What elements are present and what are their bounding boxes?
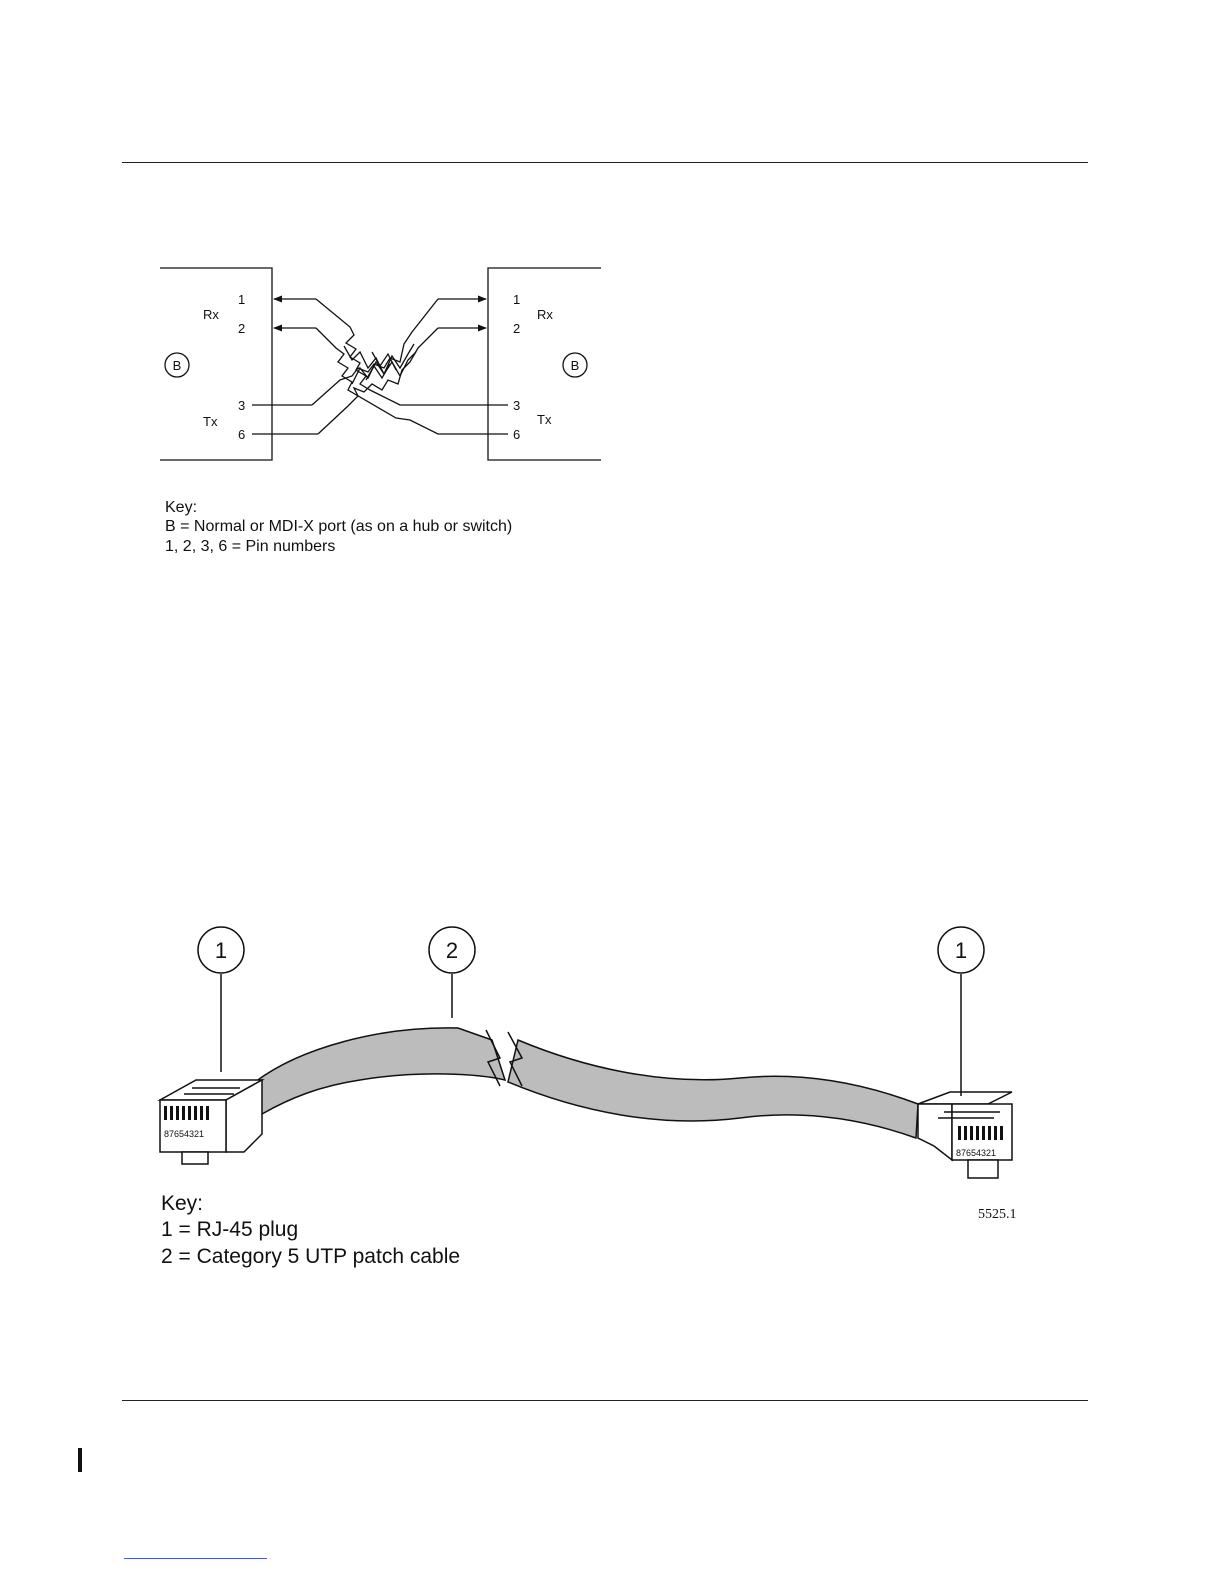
figure2-key-line1: 1 = RJ-45 plug [161, 1218, 298, 1241]
right-pin-1: 1 [513, 292, 520, 307]
right-tx-label: Tx [537, 412, 552, 427]
patch-cable [255, 1028, 505, 1114]
right-rx-label: Rx [537, 307, 553, 322]
patch-cable [508, 1040, 918, 1138]
left-tx-label: Tx [203, 414, 218, 429]
figure1-key-title: Key: [165, 499, 197, 516]
right-rj45-plug [918, 1092, 1012, 1178]
right-port-letter: B [571, 358, 580, 373]
patch-cable-diagram [160, 927, 1012, 1178]
callout-plug-left-number: 1 [215, 938, 227, 963]
left-plug-pin-numbers: 87654321 [164, 1129, 204, 1139]
right-pin-3: 3 [513, 398, 520, 413]
crossover-wires [312, 299, 452, 434]
left-pin-1: 1 [238, 292, 245, 307]
figure2-key-line2: 2 = Category 5 UTP patch cable [161, 1245, 460, 1268]
left-pin-2: 2 [238, 321, 245, 336]
right-port-box [488, 268, 601, 460]
left-port-letter: B [173, 358, 182, 373]
left-pin-leads [252, 299, 318, 434]
right-plug-pin-numbers: 87654321 [956, 1148, 996, 1158]
right-pin-2: 2 [513, 321, 520, 336]
left-pin-6: 6 [238, 427, 245, 442]
left-pin-3: 3 [238, 398, 245, 413]
right-pin-leads [438, 299, 508, 434]
crossover-labels: B B Rx Tx Rx Tx 1 2 3 6 1 2 3 6 Key: B =… [165, 292, 579, 555]
left-rx-label: Rx [203, 307, 219, 322]
right-pin-6: 6 [513, 427, 520, 442]
crossover-diagram [160, 268, 601, 460]
figure1-key-line1: B = Normal or MDI-X port (as on a hub or… [165, 518, 512, 535]
callout-plug-right-number: 1 [955, 938, 967, 963]
figure2-key-title: Key: [161, 1192, 203, 1215]
callout-cable-number: 2 [446, 938, 458, 963]
left-rj45-plug [160, 1080, 262, 1164]
figure1-key-line2: 1, 2, 3, 6 = Pin numbers [165, 538, 335, 555]
pin-arrows [273, 296, 487, 332]
figure-id: 5525.1 [978, 1207, 1017, 1222]
